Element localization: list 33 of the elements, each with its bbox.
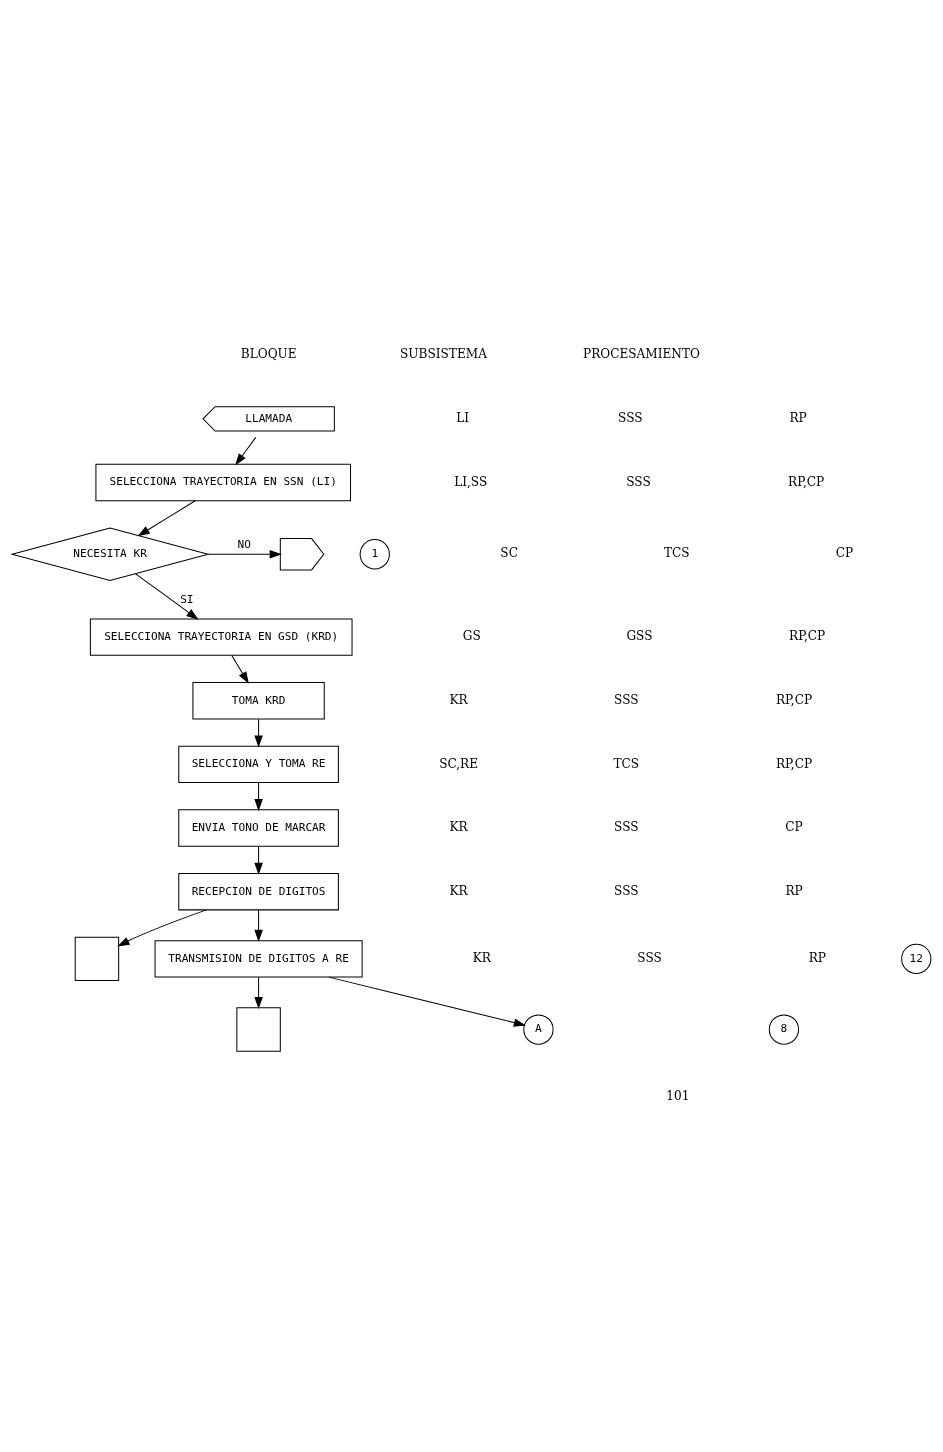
label: TCS: [613, 756, 640, 771]
label: GS: [462, 629, 481, 644]
label: SUBSISTEMA: [400, 347, 487, 362]
label: SSS: [618, 411, 643, 426]
edge-label: SI: [180, 592, 194, 606]
label: KR: [449, 692, 468, 707]
edge-label: NO: [237, 537, 251, 551]
label: GSS: [626, 629, 653, 644]
label: 101: [666, 1088, 690, 1103]
label: SSS: [614, 883, 639, 898]
label: KR: [472, 951, 491, 965]
label: SSS: [614, 692, 639, 707]
label: CP: [835, 546, 854, 561]
label: RP,CP: [789, 629, 826, 644]
label: SSS: [626, 474, 651, 489]
label: SC: [500, 546, 518, 561]
label: RP,CP: [775, 756, 813, 771]
label: SC,RE: [439, 756, 479, 771]
label: KR: [449, 883, 468, 898]
label: SSS: [614, 820, 639, 835]
label: RP,CP: [775, 692, 813, 707]
label: RP: [808, 951, 826, 965]
label: RP: [785, 883, 803, 898]
label: RP: [789, 411, 807, 426]
label: TCS: [664, 546, 690, 561]
label: RP,CP: [788, 474, 825, 489]
label: LI: [456, 411, 470, 426]
label: BLOQUE: [240, 347, 297, 362]
label: KR: [449, 820, 468, 835]
label: SSS: [637, 951, 662, 965]
label: CP: [785, 820, 803, 835]
label: LI,SS: [454, 474, 488, 489]
label: PROCESAMIENTO: [583, 347, 700, 362]
